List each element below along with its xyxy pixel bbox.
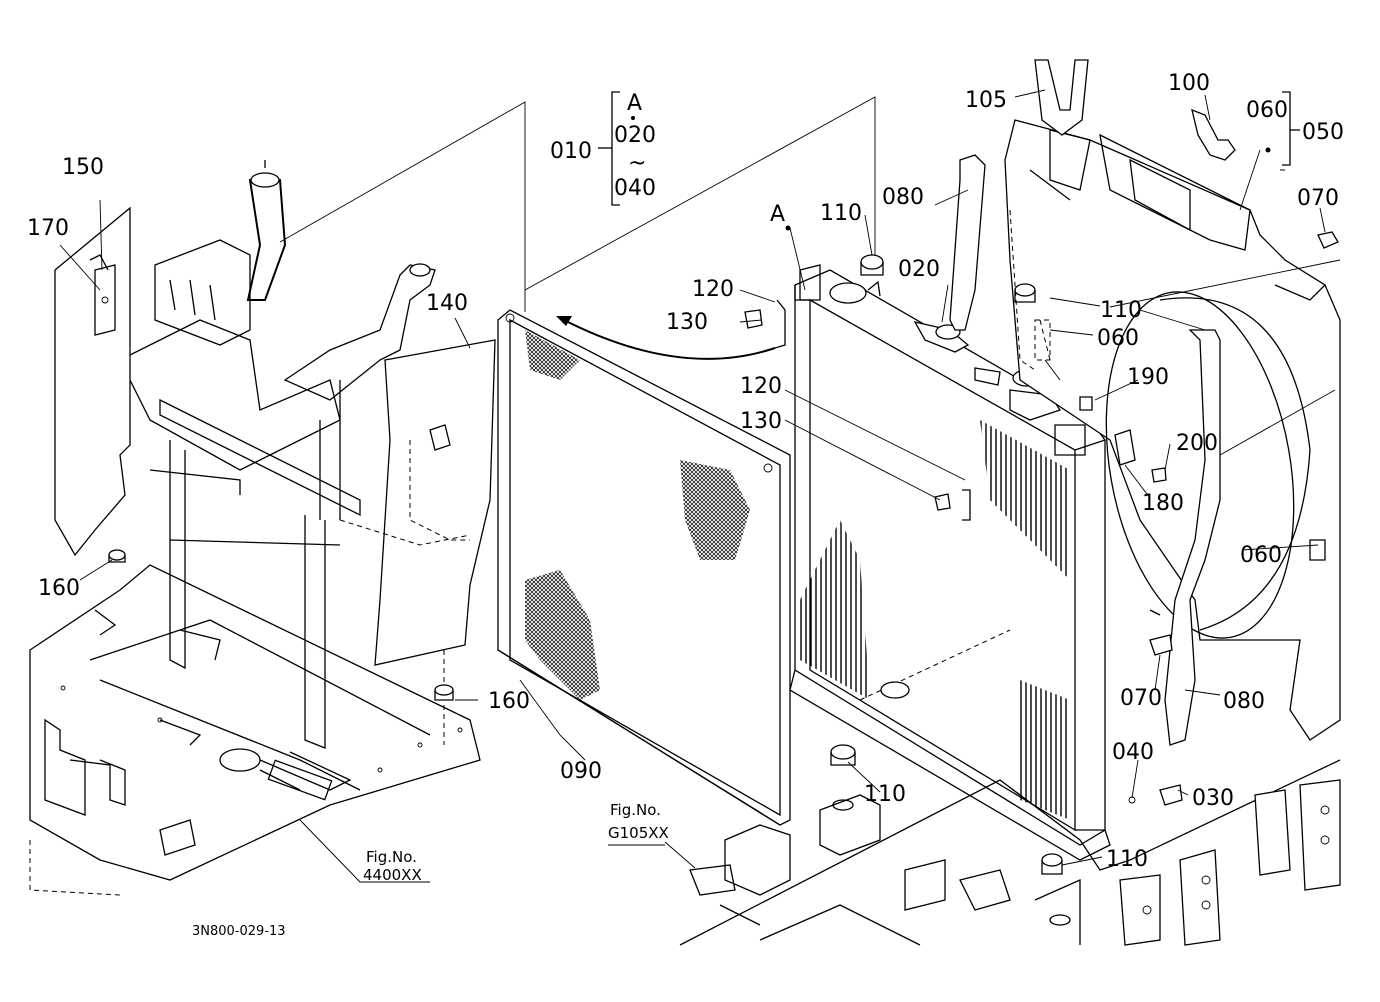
machine-frame-lower (679, 759, 1341, 946)
callout-120b: 120 (740, 374, 782, 399)
callout-130b: 130 (740, 409, 782, 434)
callout-150: 150 (62, 155, 104, 180)
assy-050-label: 050 (1302, 120, 1344, 145)
leader-lines (59, 89, 1341, 883)
callout-130a: 130 (666, 310, 708, 335)
group-tilde-label: ~ (628, 151, 646, 176)
callout-105: 105 (965, 88, 1007, 113)
left-cover-plate-150 (54, 206, 131, 557)
ref-4400-line1: Fig.No. (366, 848, 417, 866)
callout-070a: 070 (1297, 186, 1339, 211)
callout-080b: 080 (1223, 689, 1265, 714)
callout-060b: 060 (1097, 326, 1139, 351)
ref-g105-line2: G105XX (608, 824, 669, 842)
ref-g105-line1: Fig.No. (610, 801, 661, 819)
callout-160a: 160 (38, 576, 80, 601)
mount-rubber-160 (108, 549, 454, 745)
callout-180: 180 (1142, 491, 1184, 516)
callout-200: 200 (1176, 431, 1218, 456)
seal-strip-080 (949, 154, 1221, 746)
callout-030: 030 (1192, 786, 1234, 811)
fan-shroud (1004, 119, 1341, 741)
dust-screen-090 (497, 309, 791, 826)
radiator-core (789, 264, 1111, 861)
clamp-100 (1191, 108, 1236, 161)
callout-100: 100 (1168, 71, 1210, 96)
callout-labels: 150 170 140 160 160 090 120 130 120 130 … (27, 71, 1344, 939)
callout-110a: 110 (820, 201, 862, 226)
callout-110c: 110 (864, 782, 906, 807)
callout-020: 020 (898, 257, 940, 282)
callout-170: 170 (27, 216, 69, 241)
group-bracket (598, 91, 1300, 231)
assy-060-label: 060 (1246, 98, 1288, 123)
detail-marker-a: A (770, 202, 785, 227)
callout-070b: 070 (1120, 686, 1162, 711)
callout-190: 190 (1127, 365, 1169, 390)
callout-110b: 110 (1100, 298, 1142, 323)
group-main-label: 010 (550, 139, 592, 164)
callout-120a: 120 (692, 277, 734, 302)
left-frame-assembly (29, 160, 481, 896)
callout-060c: 060 (1240, 543, 1282, 568)
callout-140: 140 (426, 291, 468, 316)
callout-110d: 110 (1106, 847, 1148, 872)
callout-160b: 160 (488, 689, 530, 714)
callout-040: 040 (1112, 740, 1154, 765)
callout-090: 090 (560, 759, 602, 784)
group-from-label: 020 (614, 123, 656, 148)
side-shroud-140 (339, 339, 496, 666)
clamp-105 (1034, 59, 1089, 136)
group-to-label: 040 (614, 176, 656, 201)
ref-4400-line2: 4400XX (363, 866, 422, 884)
drawing-code: 3N800-029-13 (192, 924, 286, 939)
callout-080a: 080 (882, 185, 924, 210)
group-marker-label: A (627, 91, 642, 116)
fasteners (744, 231, 1339, 875)
